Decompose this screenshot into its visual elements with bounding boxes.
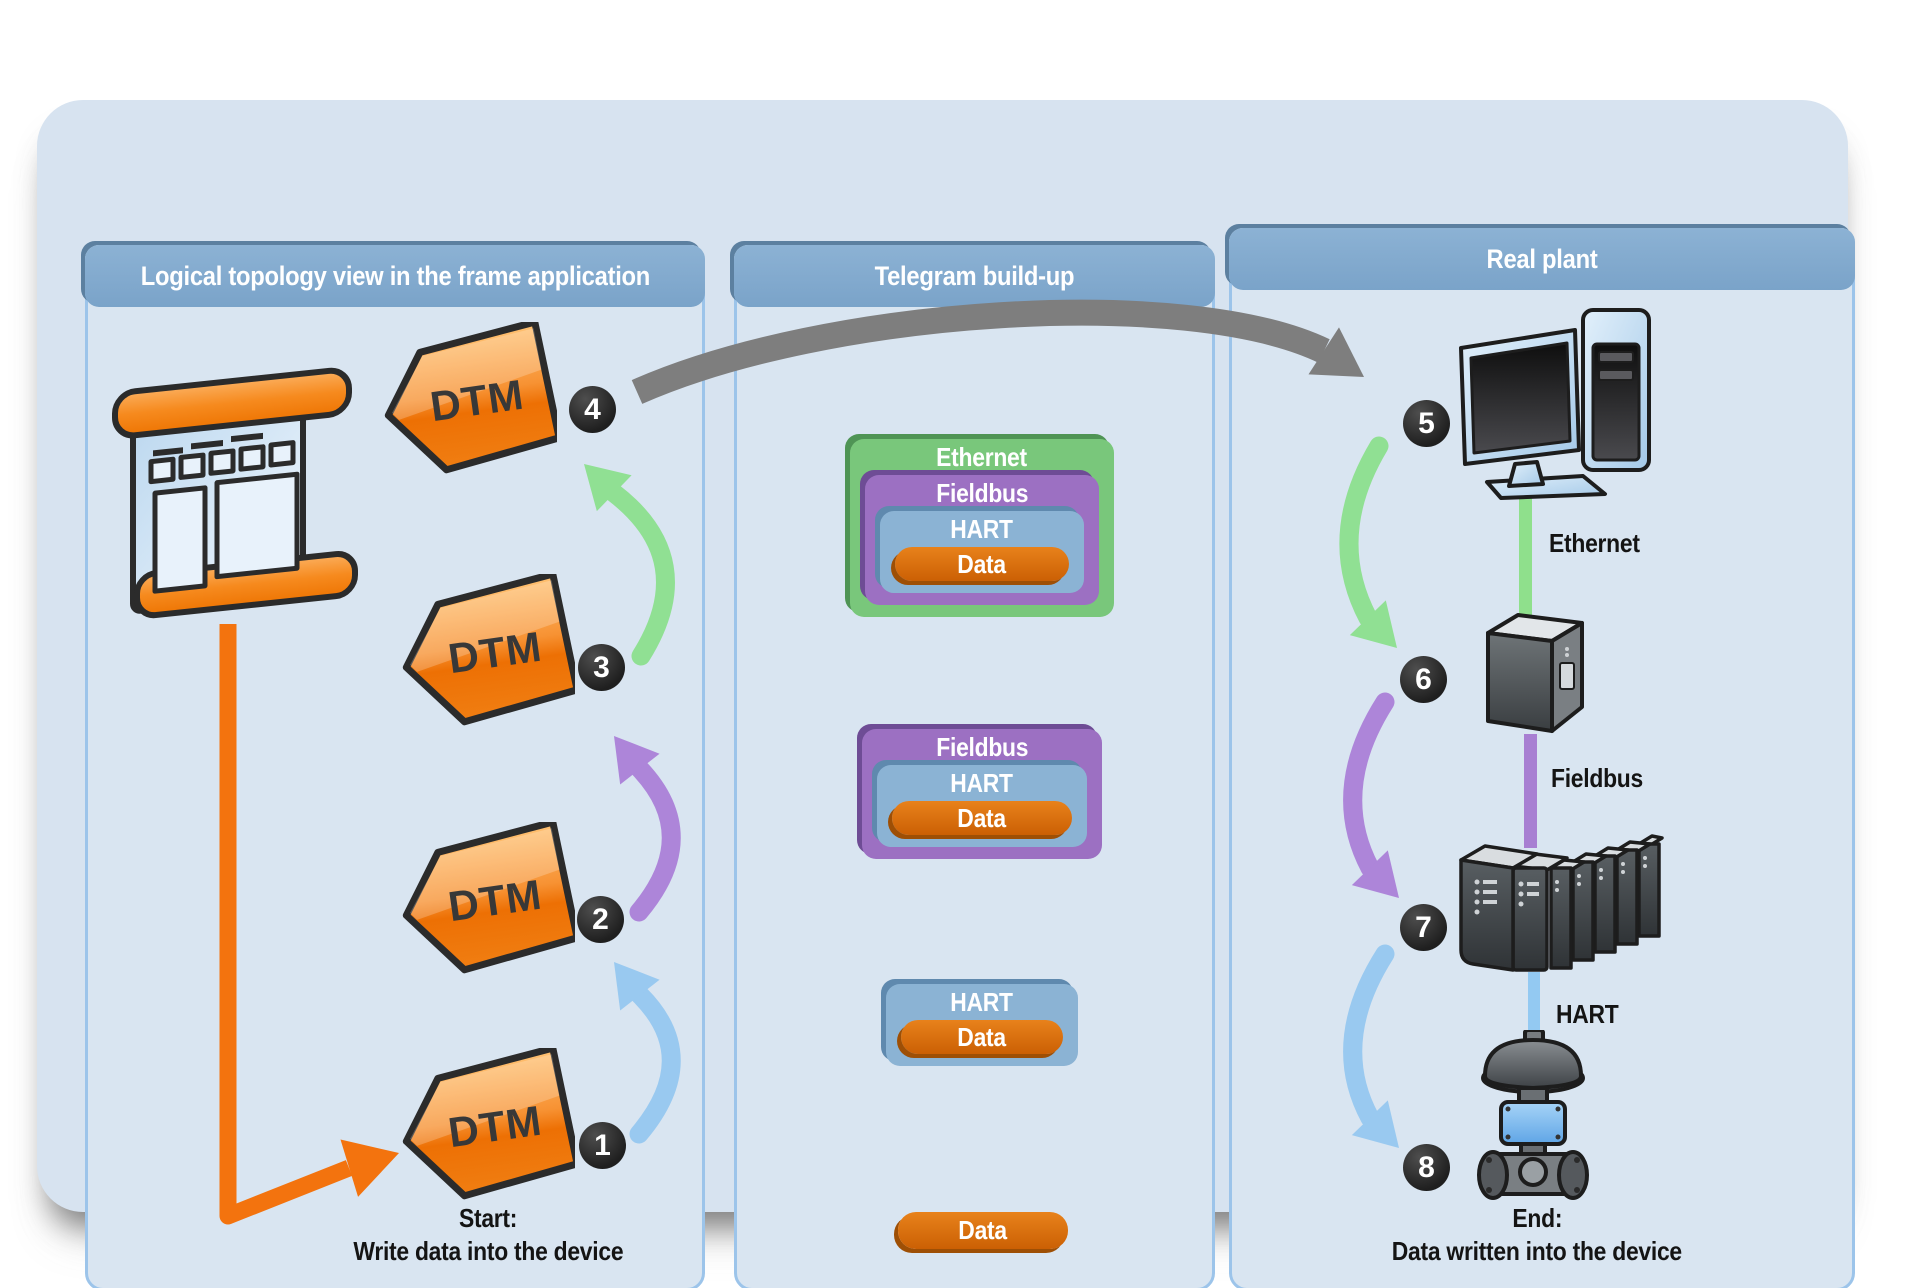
remote-io-icon	[1459, 808, 1664, 985]
telegram-block-2: Fieldbus HART Data	[862, 729, 1102, 859]
panel-logical-topology-header: Logical topology view in the frame appli…	[85, 245, 705, 307]
step-circle-3: 3	[578, 644, 625, 691]
ethernet-layer-label: Ethernet	[936, 442, 1028, 472]
panel-telegram-buildup-title: Telegram build-up	[874, 260, 1075, 291]
fieldbus-layer-label: Fieldbus	[936, 478, 1028, 508]
telegram-block-3: HART Data	[886, 984, 1078, 1066]
panel-telegram-buildup-header: Telegram build-up	[734, 245, 1215, 307]
hart-layer-label: HART	[950, 514, 1014, 544]
workstation-icon	[1457, 300, 1667, 505]
data-pill-label: Data	[957, 548, 1007, 579]
hart-link-label: HART	[1556, 999, 1619, 1029]
fieldbus-link-label: Fieldbus	[1551, 763, 1643, 793]
data-pill: Data	[892, 801, 1072, 835]
end-caption-line1: End:	[1512, 1203, 1562, 1233]
dtm-arrow-3: DTM	[399, 570, 581, 735]
valve-icon	[1477, 1028, 1589, 1207]
gateway-icon	[1478, 605, 1590, 744]
step-number: 4	[584, 392, 601, 426]
end-caption: End: Data written into the device	[1332, 1202, 1742, 1268]
step-circle-8: 8	[1403, 1144, 1450, 1191]
data-pill-label: Data	[957, 1021, 1007, 1052]
start-caption-line1: Start:	[458, 1203, 518, 1233]
step-number: 3	[593, 650, 610, 684]
hart-layer-label: HART	[950, 768, 1014, 798]
hart-layer-box: HART Data	[886, 984, 1078, 1066]
step-circle-4: 4	[569, 386, 616, 433]
hart-layer-box: HART Data	[880, 511, 1084, 593]
step-circle-1: 1	[579, 1122, 626, 1169]
telegram-block-1: Ethernet Fieldbus HART Data	[850, 439, 1114, 617]
data-pill-label: Data	[958, 1215, 1008, 1245]
step-circle-5: 5	[1403, 400, 1450, 447]
panel-real-plant-header: Real plant	[1229, 228, 1855, 290]
step-number: 5	[1418, 406, 1435, 440]
end-caption-line2: Data written into the device	[1391, 1236, 1683, 1266]
start-caption: Start: Write data into the device	[278, 1202, 698, 1268]
ethernet-layer-box: Ethernet Fieldbus HART Data	[850, 439, 1114, 617]
data-pill: Data	[895, 547, 1069, 581]
fieldbus-layer-box: Fieldbus HART Data	[865, 475, 1099, 605]
step-circle-7: 7	[1400, 904, 1447, 951]
panel-logical-topology-title: Logical topology view in the frame appli…	[140, 260, 650, 291]
start-caption-line2: Write data into the device	[353, 1236, 623, 1266]
telegram-block-4: Data	[898, 1212, 1068, 1249]
frame-application-icon	[109, 348, 361, 643]
fieldbus-layer-box: Fieldbus HART Data	[862, 729, 1102, 859]
fieldbus-layer-label: Fieldbus	[936, 732, 1028, 762]
panel-real-plant-title: Real plant	[1486, 243, 1598, 274]
hart-layer-label: HART	[950, 987, 1014, 1017]
step-number: 6	[1415, 662, 1432, 696]
step-number: 7	[1415, 910, 1432, 944]
dtm-arrow-2: DTM	[399, 818, 581, 983]
step-number: 8	[1418, 1150, 1435, 1184]
step-circle-6: 6	[1400, 656, 1447, 703]
step-number: 1	[594, 1128, 611, 1162]
data-pill-label: Data	[957, 802, 1007, 833]
step-circle-2: 2	[577, 896, 624, 943]
step-number: 2	[592, 902, 609, 936]
diagram-container: Logical topology view in the frame appli…	[37, 100, 1855, 1288]
data-pill: Data	[901, 1020, 1063, 1054]
dtm-arrow-1: DTM	[399, 1044, 581, 1209]
ethernet-link-label: Ethernet	[1549, 528, 1640, 558]
dtm-arrow-4: DTM	[381, 318, 563, 483]
data-pill: Data	[898, 1212, 1068, 1249]
hart-layer-box: HART Data	[877, 765, 1087, 847]
